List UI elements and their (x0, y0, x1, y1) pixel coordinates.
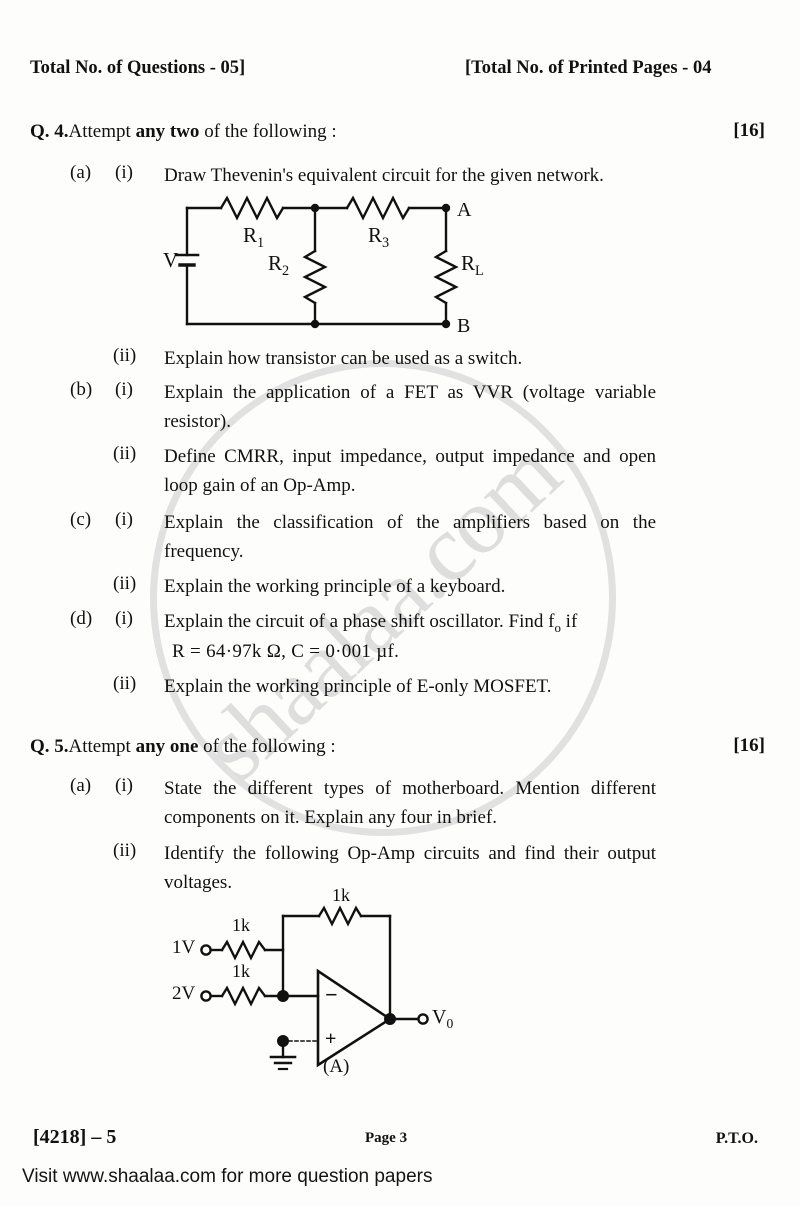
question-5-instruction-bold: any one (135, 736, 199, 757)
question-4-heading: Q. 4.Attempt any two of the following : (30, 120, 337, 144)
label-node-b: B (457, 315, 471, 337)
question-5-instruction-post: of the following : (198, 736, 336, 757)
question-4-number: Q. 4. (30, 121, 69, 142)
item-roman-5a-ii: (ii) (113, 840, 137, 861)
label-input-1v: 1V (172, 937, 196, 958)
item-text-4d-ii: Explain the working principle of E-only … (164, 676, 552, 697)
junction-dot-top-mid (310, 203, 320, 213)
opamp-circuit-svg (200, 905, 429, 1071)
item-text-4b-i: Explain the application of a FET as VVR … (164, 382, 656, 432)
label-source-v: V (163, 248, 179, 272)
pto-label: P.T.O. (715, 1130, 758, 1147)
label-r1: R1 (243, 223, 265, 252)
label-output-v0: V0 (432, 1006, 454, 1031)
question-5-number: Q. 5. (30, 736, 69, 757)
node-a-dot (441, 203, 451, 213)
part-label-4c: (c) (70, 509, 92, 530)
page-number: Page 3 (365, 1130, 408, 1146)
question-4-instruction-pre: Attempt (68, 121, 136, 142)
item-text-4c-ii: Explain the working principle of a keybo… (164, 576, 506, 597)
item-text-4c-i: Explain the classification of the amplif… (164, 512, 656, 562)
item-roman-4d-i: (i) (115, 608, 133, 629)
item-text-4b-ii: Define CMRR, input impedance, output imp… (164, 446, 656, 496)
item-roman-4d-ii: (ii) (113, 673, 137, 694)
question-4-instruction-post: of the following : (199, 121, 337, 142)
question-5-marks: [16] (733, 735, 765, 756)
inverting-input-sign: − (325, 982, 338, 1007)
item-roman-4c-i: (i) (115, 509, 133, 530)
node-b-dot (441, 319, 451, 329)
question-4-instruction-bold: any two (135, 121, 200, 142)
visit-site-note: Visit www.shaalaa.com for more question … (22, 1166, 433, 1187)
part-label-4d: (d) (70, 608, 93, 629)
item-text-4d-i-formula: R = 64·97k Ω, C = 0·001 µf. (172, 641, 400, 662)
label-input-2v: 2V (172, 983, 196, 1004)
paper-code: [4218] – 5 (33, 1126, 117, 1148)
item-text-5a-i: State the different types of motherboard… (164, 778, 656, 828)
label-r2: R2 (268, 251, 290, 280)
question-5-instruction-pre: Attempt (68, 736, 136, 757)
item-text-4a-i: Draw Thevenin's equivalent circuit for t… (164, 165, 604, 186)
item-text-4d-i-sub: o (554, 619, 561, 635)
junction-dot-bottom-mid (310, 319, 320, 329)
ground-node-dot (277, 1035, 289, 1047)
output-node-dot (384, 1013, 396, 1025)
figure-opamp-summing: 1V 2V 1k 1k 1k − + V0 (A) (168, 885, 453, 1077)
part-label-4b: (b) (70, 379, 93, 400)
item-roman-4c-ii: (ii) (113, 573, 137, 594)
label-r-feedback: 1k (332, 885, 350, 905)
item-roman-4b-ii: (ii) (113, 443, 137, 464)
item-roman-4a-i: (i) (115, 162, 133, 183)
summing-node-dot (277, 990, 289, 1002)
label-rl: RL (461, 251, 484, 280)
total-questions-label: Total No. of Questions - 05] (30, 58, 246, 78)
figure-caption-a: (A) (323, 1056, 350, 1077)
figure-thevenin-network: V R1 R2 R3 RL A B (163, 193, 485, 338)
label-r-in1: 1k (232, 915, 250, 935)
label-r3: R3 (368, 223, 390, 252)
item-text-5a-ii: Identify the following Op-Amp circuits a… (164, 843, 656, 893)
page-header: Total No. of Questions - 05] [Total No. … (0, 58, 800, 84)
question-4-marks: [16] (733, 120, 765, 141)
item-text-4a-ii: Explain how transistor can be used as a … (164, 348, 523, 369)
item-roman-4a-ii: (ii) (113, 345, 137, 366)
thevenin-circuit-svg (174, 195, 459, 329)
item-text-4d-i: Explain the circuit of a phase shift osc… (164, 608, 664, 637)
total-pages-label: [Total No. of Printed Pages - 04 (465, 58, 712, 78)
noninverting-input-sign: + (325, 1028, 337, 1050)
item-roman-5a-i: (i) (115, 775, 133, 796)
item-roman-4b-i: (i) (115, 379, 133, 400)
label-r-in2: 1k (232, 961, 250, 981)
item-text-4d-i-line1: Explain the circuit of a phase shift osc… (164, 611, 555, 632)
part-label-4a: (a) (70, 162, 92, 183)
label-node-a: A (457, 199, 472, 221)
item-text-4d-i-line1b: if (560, 611, 578, 632)
part-label-5a: (a) (70, 775, 92, 796)
question-5-heading: Q. 5.Attempt any one of the following : (30, 735, 336, 759)
